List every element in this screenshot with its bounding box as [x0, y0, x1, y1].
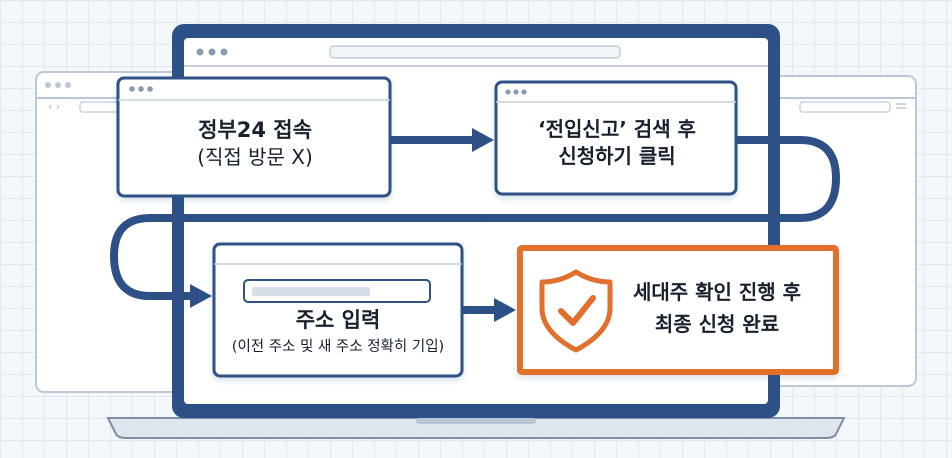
step-4-title: 세대주 확인 진행 후: [632, 280, 802, 304]
step-4-note: 최종 신청 완료: [654, 312, 780, 336]
step-1-text: 정부24 접속 (직접 방문 X): [124, 116, 386, 171]
step-2-title: ‘전입신고’ 검색 후: [538, 117, 696, 141]
step-2-text: ‘전입신고’ 검색 후 신청하기 클릭: [500, 116, 734, 170]
laptop-base: [106, 417, 846, 439]
step-3-box: [212, 242, 464, 378]
svg-text:‹ ›: ‹ ›: [48, 100, 60, 113]
step-1-box: [116, 76, 392, 198]
connector-loop-right: [476, 136, 840, 222]
step-3-text: 주소 입력 (이전 주소 및 새 주소 정확히 기입): [218, 306, 458, 358]
step-1-title: 정부24 접속: [198, 118, 312, 142]
arrowheads: [190, 128, 516, 322]
step-1-note: (직접 방문 X): [197, 145, 313, 170]
step-2-note: 신청하기 클릭: [558, 144, 676, 168]
step-3-title: 주소 입력: [295, 308, 381, 332]
step-3-note: (이전 주소 및 새 주소 정확히 기입): [231, 339, 445, 356]
connectors: [110, 136, 840, 314]
step-2-box: [494, 80, 738, 196]
step-4-text: 세대주 확인 진행 후 최종 신청 완료: [606, 276, 828, 340]
connector-long: [110, 214, 484, 300]
shield-check-icon: [539, 269, 613, 353]
